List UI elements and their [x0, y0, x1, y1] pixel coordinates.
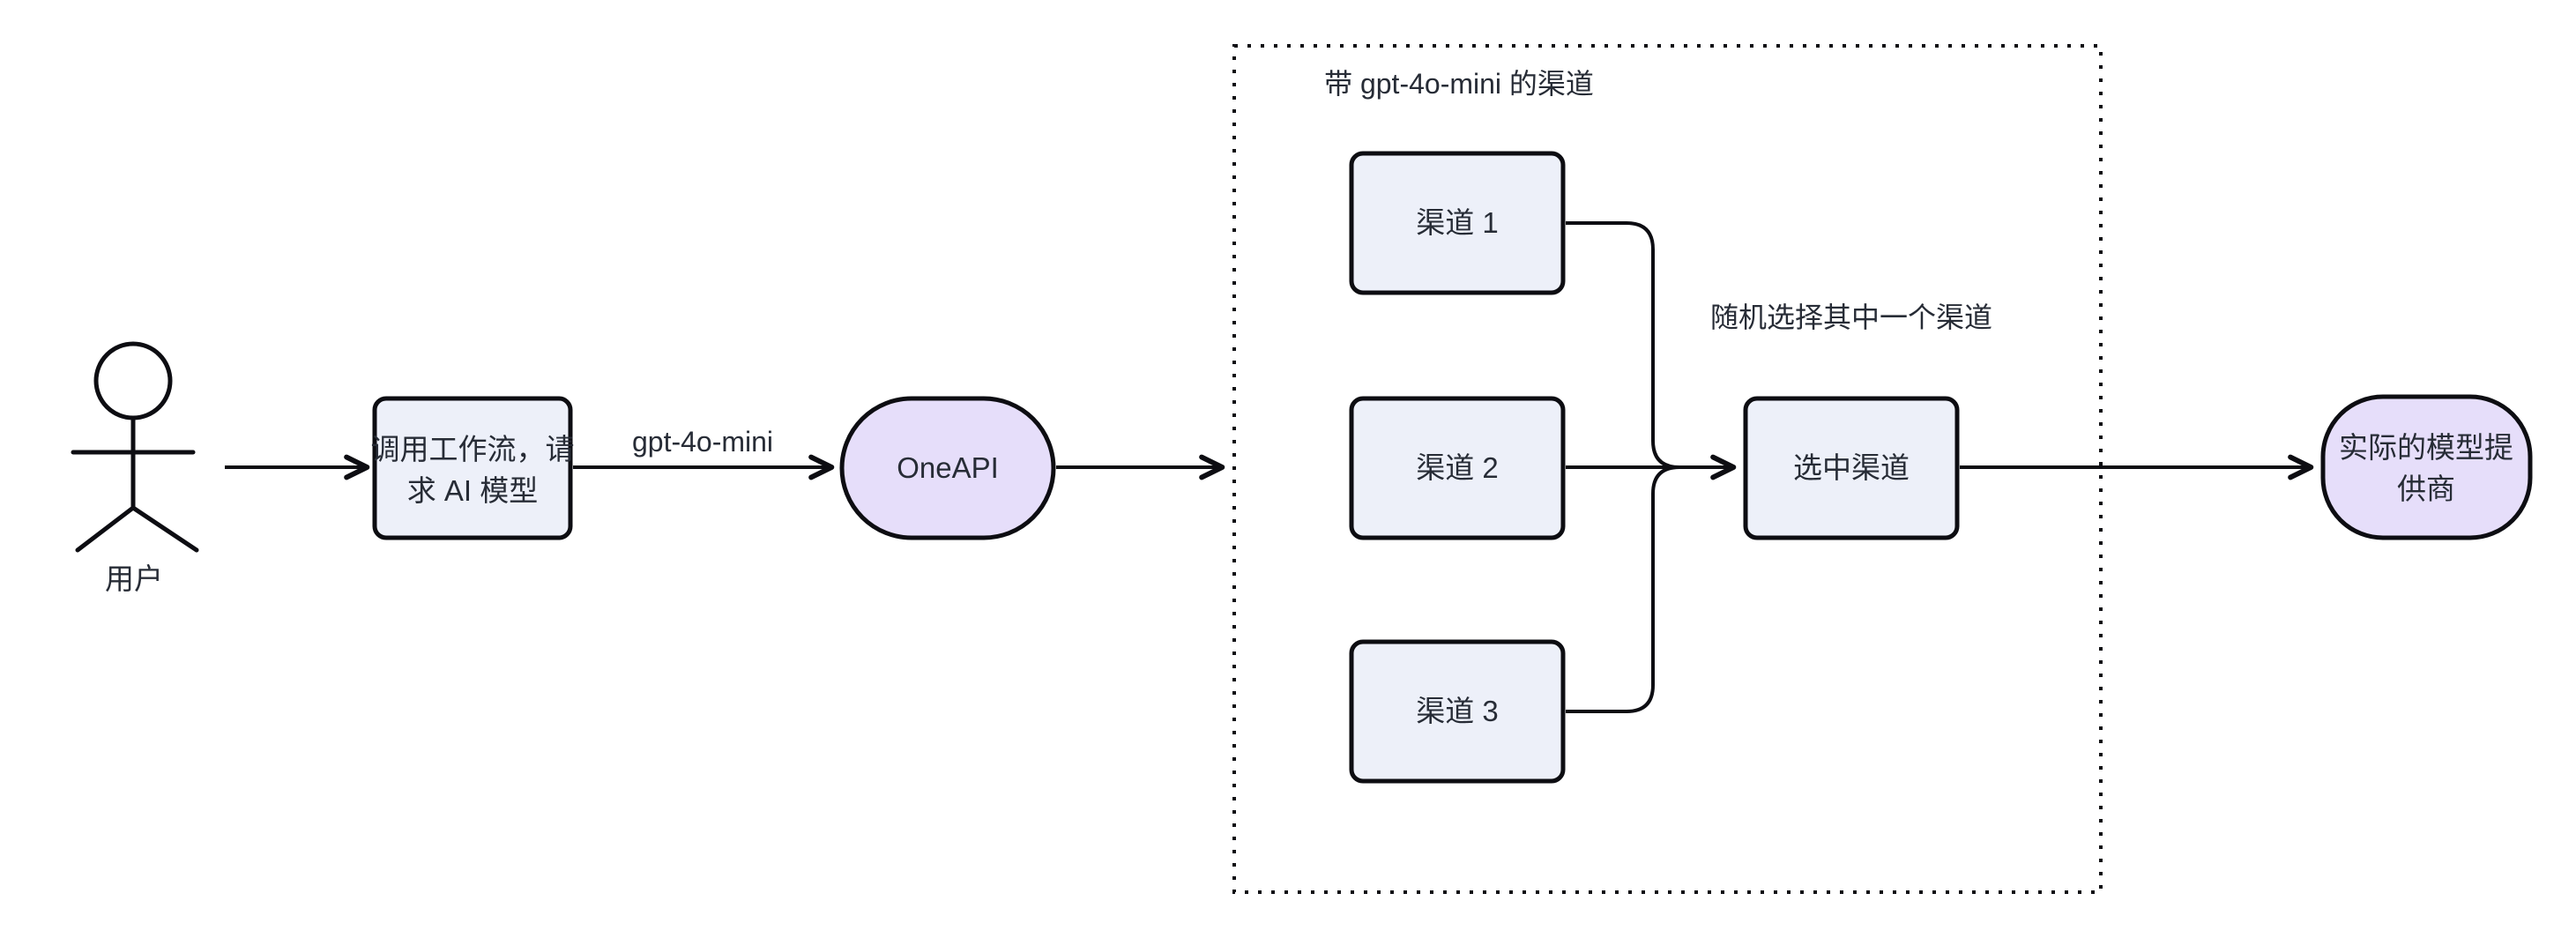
- workflow-node-label-line2: 求 AI 模型: [407, 474, 539, 507]
- channel-1-node-label: 渠道 1: [1416, 206, 1499, 239]
- user-actor-figure: [71, 341, 199, 553]
- channels-subgraph-title: 带 gpt-4o-mini 的渠道: [1324, 68, 1594, 100]
- selected-channel-node-label: 选中渠道: [1793, 451, 1910, 484]
- channel-3-node-label: 渠道 3: [1416, 695, 1499, 727]
- channel-2-node-label: 渠道 2: [1416, 451, 1499, 484]
- edge-channel1-merge: [1566, 221, 1680, 469]
- provider-node: [2320, 394, 2533, 540]
- channel-1-node: [1349, 151, 1566, 295]
- channel-2-node: [1349, 396, 1566, 540]
- edge-label-random-select: 随机选择其中一个渠道: [1710, 302, 1992, 333]
- provider-node-label-line2: 供商: [2397, 473, 2455, 505]
- edge-channel3-merge: [1566, 465, 1680, 713]
- channels-subgraph-border: [1232, 44, 2103, 894]
- actor-right-leg: [130, 505, 199, 553]
- workflow-node: [372, 396, 573, 540]
- oneapi-node: [839, 396, 1056, 540]
- edge-label-gpt-4o-mini: gpt-4o-mini: [632, 426, 773, 458]
- actor-head: [93, 341, 173, 421]
- oneapi-node-label: OneAPI: [897, 451, 999, 484]
- channel-3-node: [1349, 639, 1566, 784]
- workflow-node-label-line1: 调用工作流，请: [371, 433, 575, 465]
- actor-label: 用户: [105, 562, 163, 595]
- actor-left-leg: [75, 505, 136, 553]
- provider-node-label-line1: 实际的模型提: [2339, 431, 2513, 464]
- selected-channel-node: [1743, 396, 1960, 540]
